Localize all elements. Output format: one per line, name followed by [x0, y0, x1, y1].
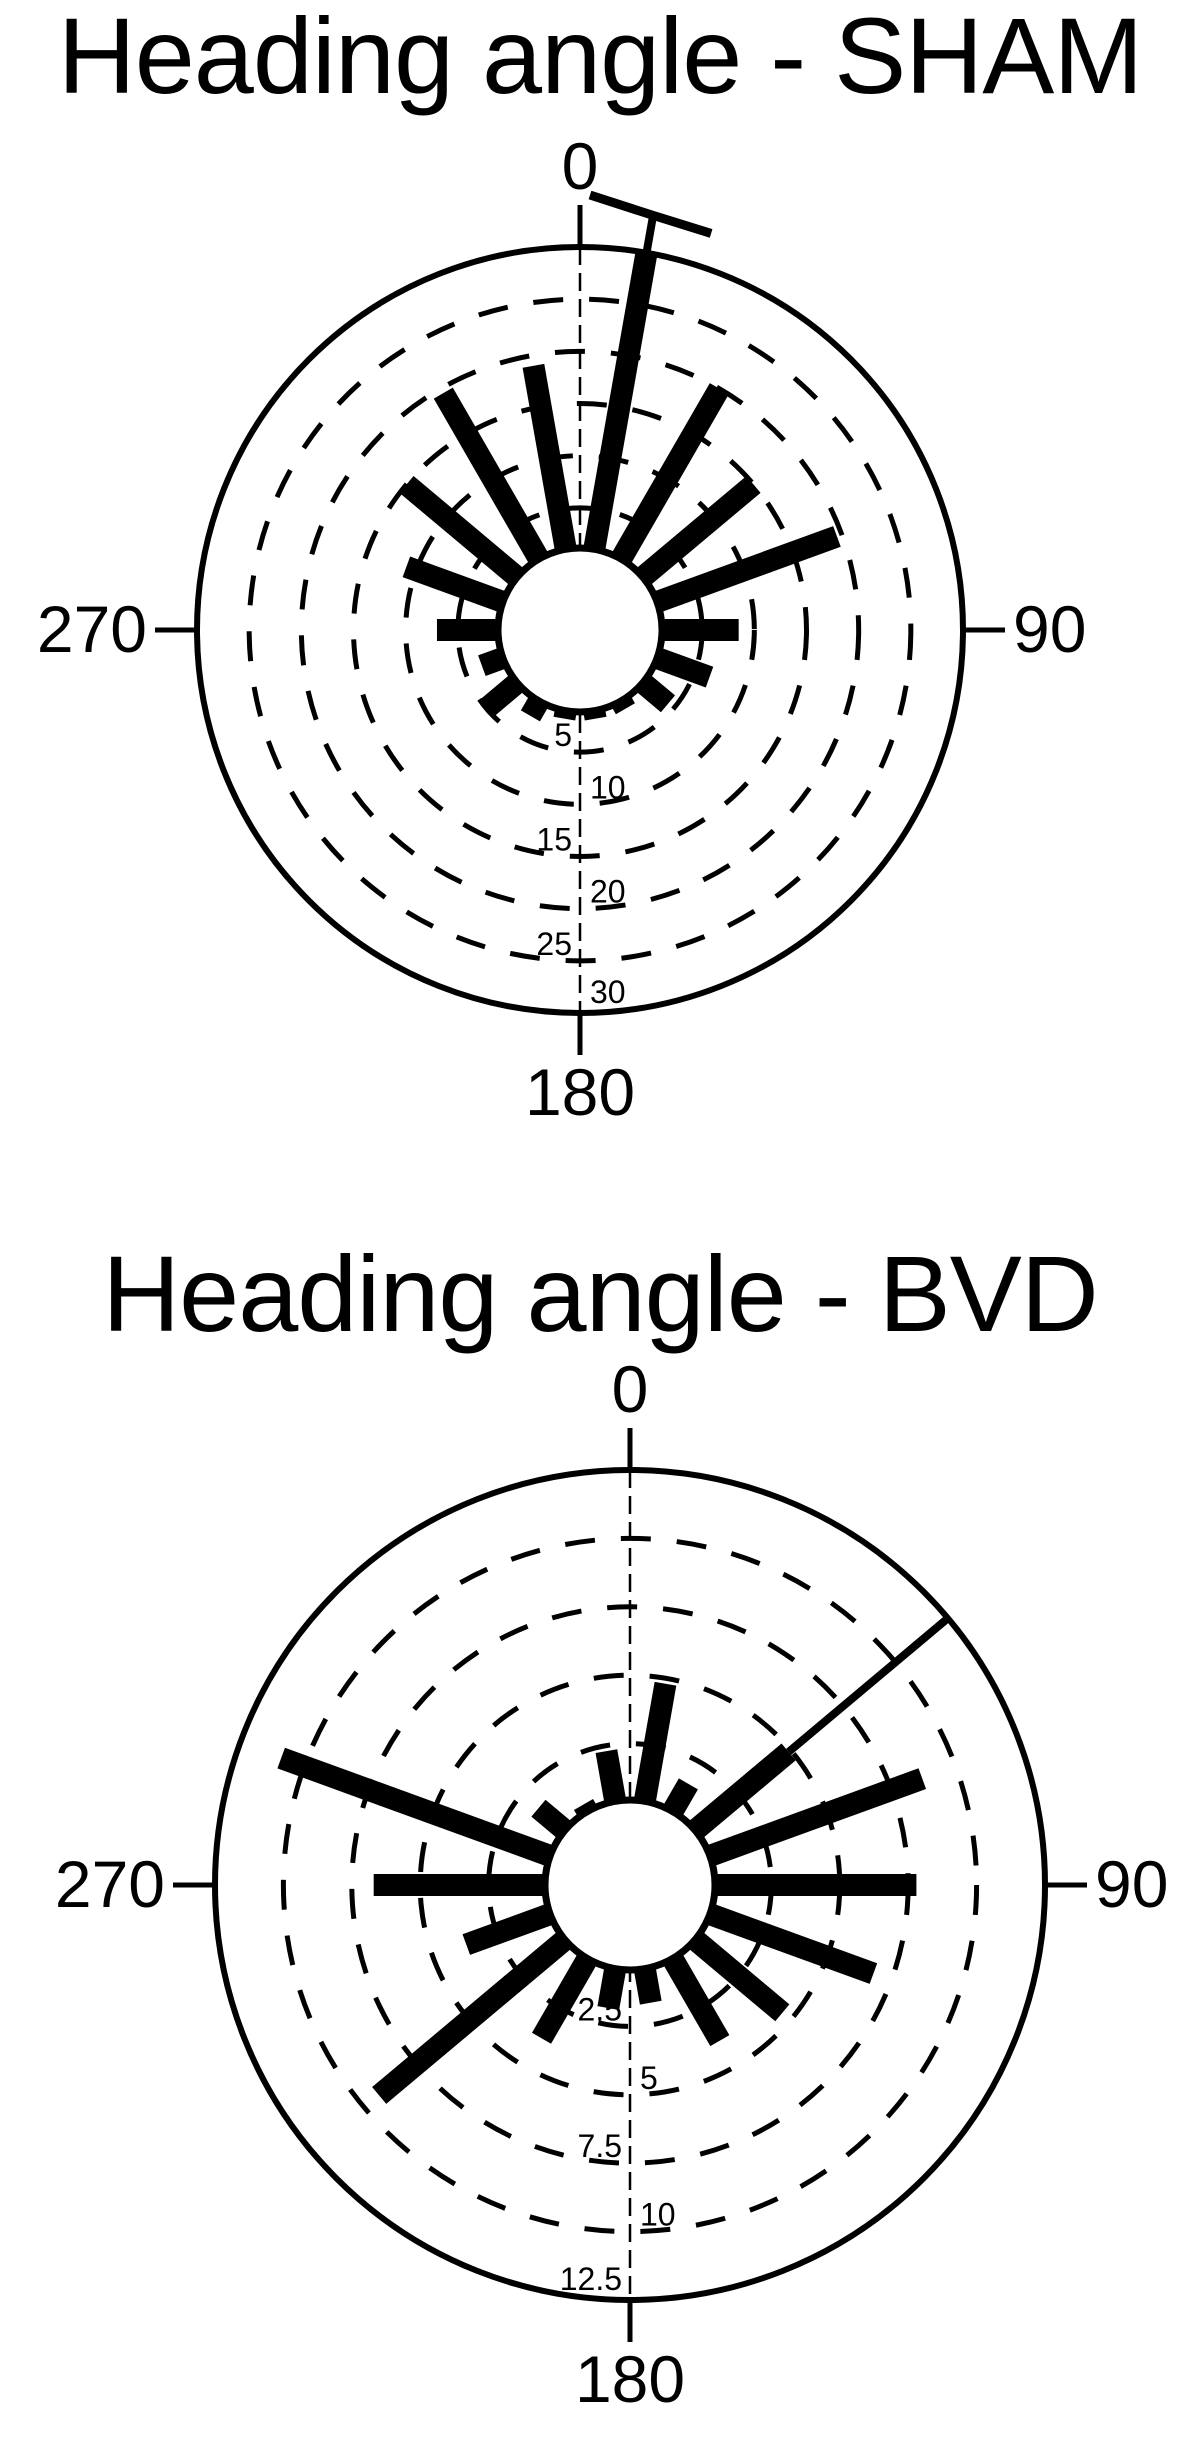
rose-bar: [399, 475, 529, 589]
radial-label-2.5: 2.5: [578, 1991, 622, 2027]
rose-bar: [277, 1747, 559, 1868]
sham-chart-title: Heading angle - SHAM: [57, 0, 1144, 116]
rose-bar: [372, 1927, 576, 2104]
rose-bar: [402, 556, 512, 615]
angle-label-0: 0: [562, 129, 599, 203]
rose-bar: [462, 1902, 559, 1955]
rose-bar: [648, 645, 714, 688]
rose-bar: [701, 1768, 927, 1868]
angle-label-90: 90: [1013, 592, 1086, 666]
angle-label-0: 0: [612, 1352, 649, 1426]
radial-label-10: 10: [640, 2197, 676, 2233]
rose-bar: [684, 1927, 790, 2022]
bvd-panel: Heading angle - BVD 0 90 180 270 2.5 5 7.5 10 12…: [0, 1200, 1200, 2439]
radial-label-25: 25: [536, 926, 572, 962]
center-hole: [541, 1796, 719, 1974]
rose-bar: [595, 1749, 627, 1809]
rose-bar: [522, 363, 578, 557]
sham-polar-chart: 0 90 180 270 5 10 15 20 25 30: [37, 129, 1087, 1129]
rose-bar: [684, 1743, 796, 1843]
angle-label-270: 270: [37, 592, 147, 666]
rose-bar: [608, 383, 729, 569]
radial-label-5: 5: [640, 2060, 658, 2096]
radial-label-30: 30: [590, 974, 626, 1010]
radial-label-15: 15: [536, 822, 572, 858]
radial-label-5: 5: [554, 717, 572, 753]
radial-label-7.5: 7.5: [578, 2128, 622, 2164]
bvd-chart-title: Heading angle - BVD: [102, 1233, 1099, 1354]
rose-bar: [531, 1948, 600, 2044]
angle-label-270: 270: [55, 1847, 165, 1921]
rose-bar: [582, 250, 658, 557]
off-scale-line: [639, 214, 658, 274]
bvd-polar-chart: 0 90 180 270 2.5 5 7.5 10 12.5: [55, 1352, 1169, 2416]
radial-label-10: 10: [590, 769, 626, 805]
radial-label-12.5: 12.5: [560, 2261, 622, 2297]
rose-bar: [660, 1948, 730, 2047]
angle-label-90: 90: [1095, 1847, 1168, 1921]
rose-bar: [433, 387, 552, 569]
rose-bar: [633, 1681, 677, 1809]
center-hole: [494, 544, 666, 716]
angle-label-180: 180: [525, 1055, 635, 1129]
grid-ring: [403, 453, 757, 807]
rose-bar: [631, 475, 761, 589]
sham-panel: Heading angle - SHAM 0 90 180 270 5 10 15 20 25 3…: [0, 0, 1200, 1200]
off-scale-cap: [588, 190, 713, 238]
radial-label-20: 20: [590, 874, 626, 910]
error-line: [786, 1615, 951, 1755]
rose-bar: [701, 1902, 878, 1984]
angle-label-180: 180: [575, 2342, 685, 2416]
rose-bar: [648, 526, 841, 615]
